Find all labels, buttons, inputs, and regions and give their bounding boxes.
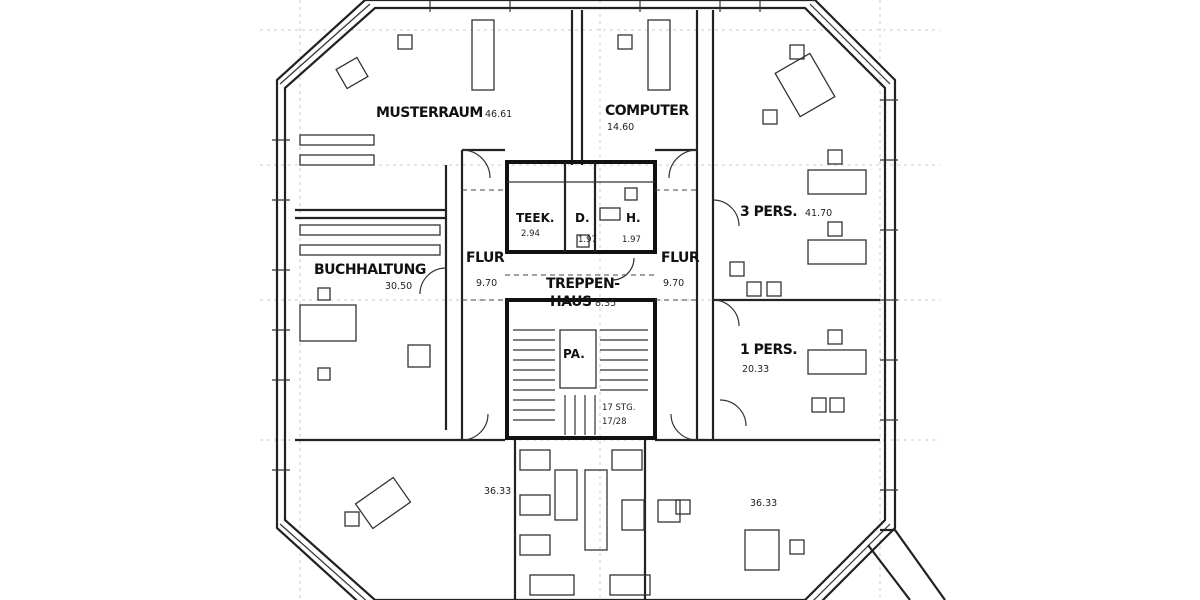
flur-left-area: 9.70 (476, 278, 497, 289)
d-name: D. (575, 211, 590, 225)
annex-walls (867, 528, 946, 600)
one-pers-area: 20.33 (742, 364, 769, 375)
pa-label: PA. (563, 347, 585, 361)
stairs-label-line2: 17/28 (602, 417, 627, 427)
treppenhaus-name-line1: TREPPEN- (546, 276, 620, 292)
h-name: H. (626, 211, 641, 225)
computer-name: COMPUTER (605, 103, 689, 119)
stairs-label-line1: 17 STG. (602, 403, 635, 413)
outer-walls (272, 0, 898, 600)
doors (419, 149, 747, 441)
d-area: 1.97 (578, 235, 597, 245)
overhead-lines (462, 189, 697, 301)
computer-area: 14.60 (607, 122, 634, 133)
flur-right-name: FLUR (661, 250, 700, 266)
buchhaltung-name: BUCHHALTUNG (314, 262, 426, 278)
treppenhaus-name-line2: HAUS (550, 294, 592, 310)
interior-walls (295, 10, 880, 600)
room-labels: MUSTERRAUM 46.61 COMPUTER 14.60 TEEK. 2.… (314, 103, 832, 509)
three-pers-area: 41.70 (805, 208, 832, 219)
teek-name: TEEK. (516, 211, 554, 225)
musterraum-area: 46.61 (485, 109, 512, 120)
teek-area: 2.94 (521, 229, 540, 239)
flur-left-name: FLUR (466, 250, 505, 266)
bottom-right-area: 36.33 (750, 498, 777, 509)
musterraum-name: MUSTERRAUM (376, 105, 483, 121)
bottom-left-area: 36.33 (484, 486, 511, 497)
flur-right-area: 9.70 (663, 278, 684, 289)
treppenhaus-area: 8.35 (595, 298, 616, 309)
one-pers-name: 1 PERS. (740, 342, 797, 358)
building-core (505, 160, 657, 440)
h-area: 1.97 (622, 235, 641, 245)
three-pers-name: 3 PERS. (740, 204, 797, 220)
buchhaltung-area: 30.50 (385, 281, 412, 292)
furniture (299, 19, 867, 596)
staircase (513, 329, 648, 435)
